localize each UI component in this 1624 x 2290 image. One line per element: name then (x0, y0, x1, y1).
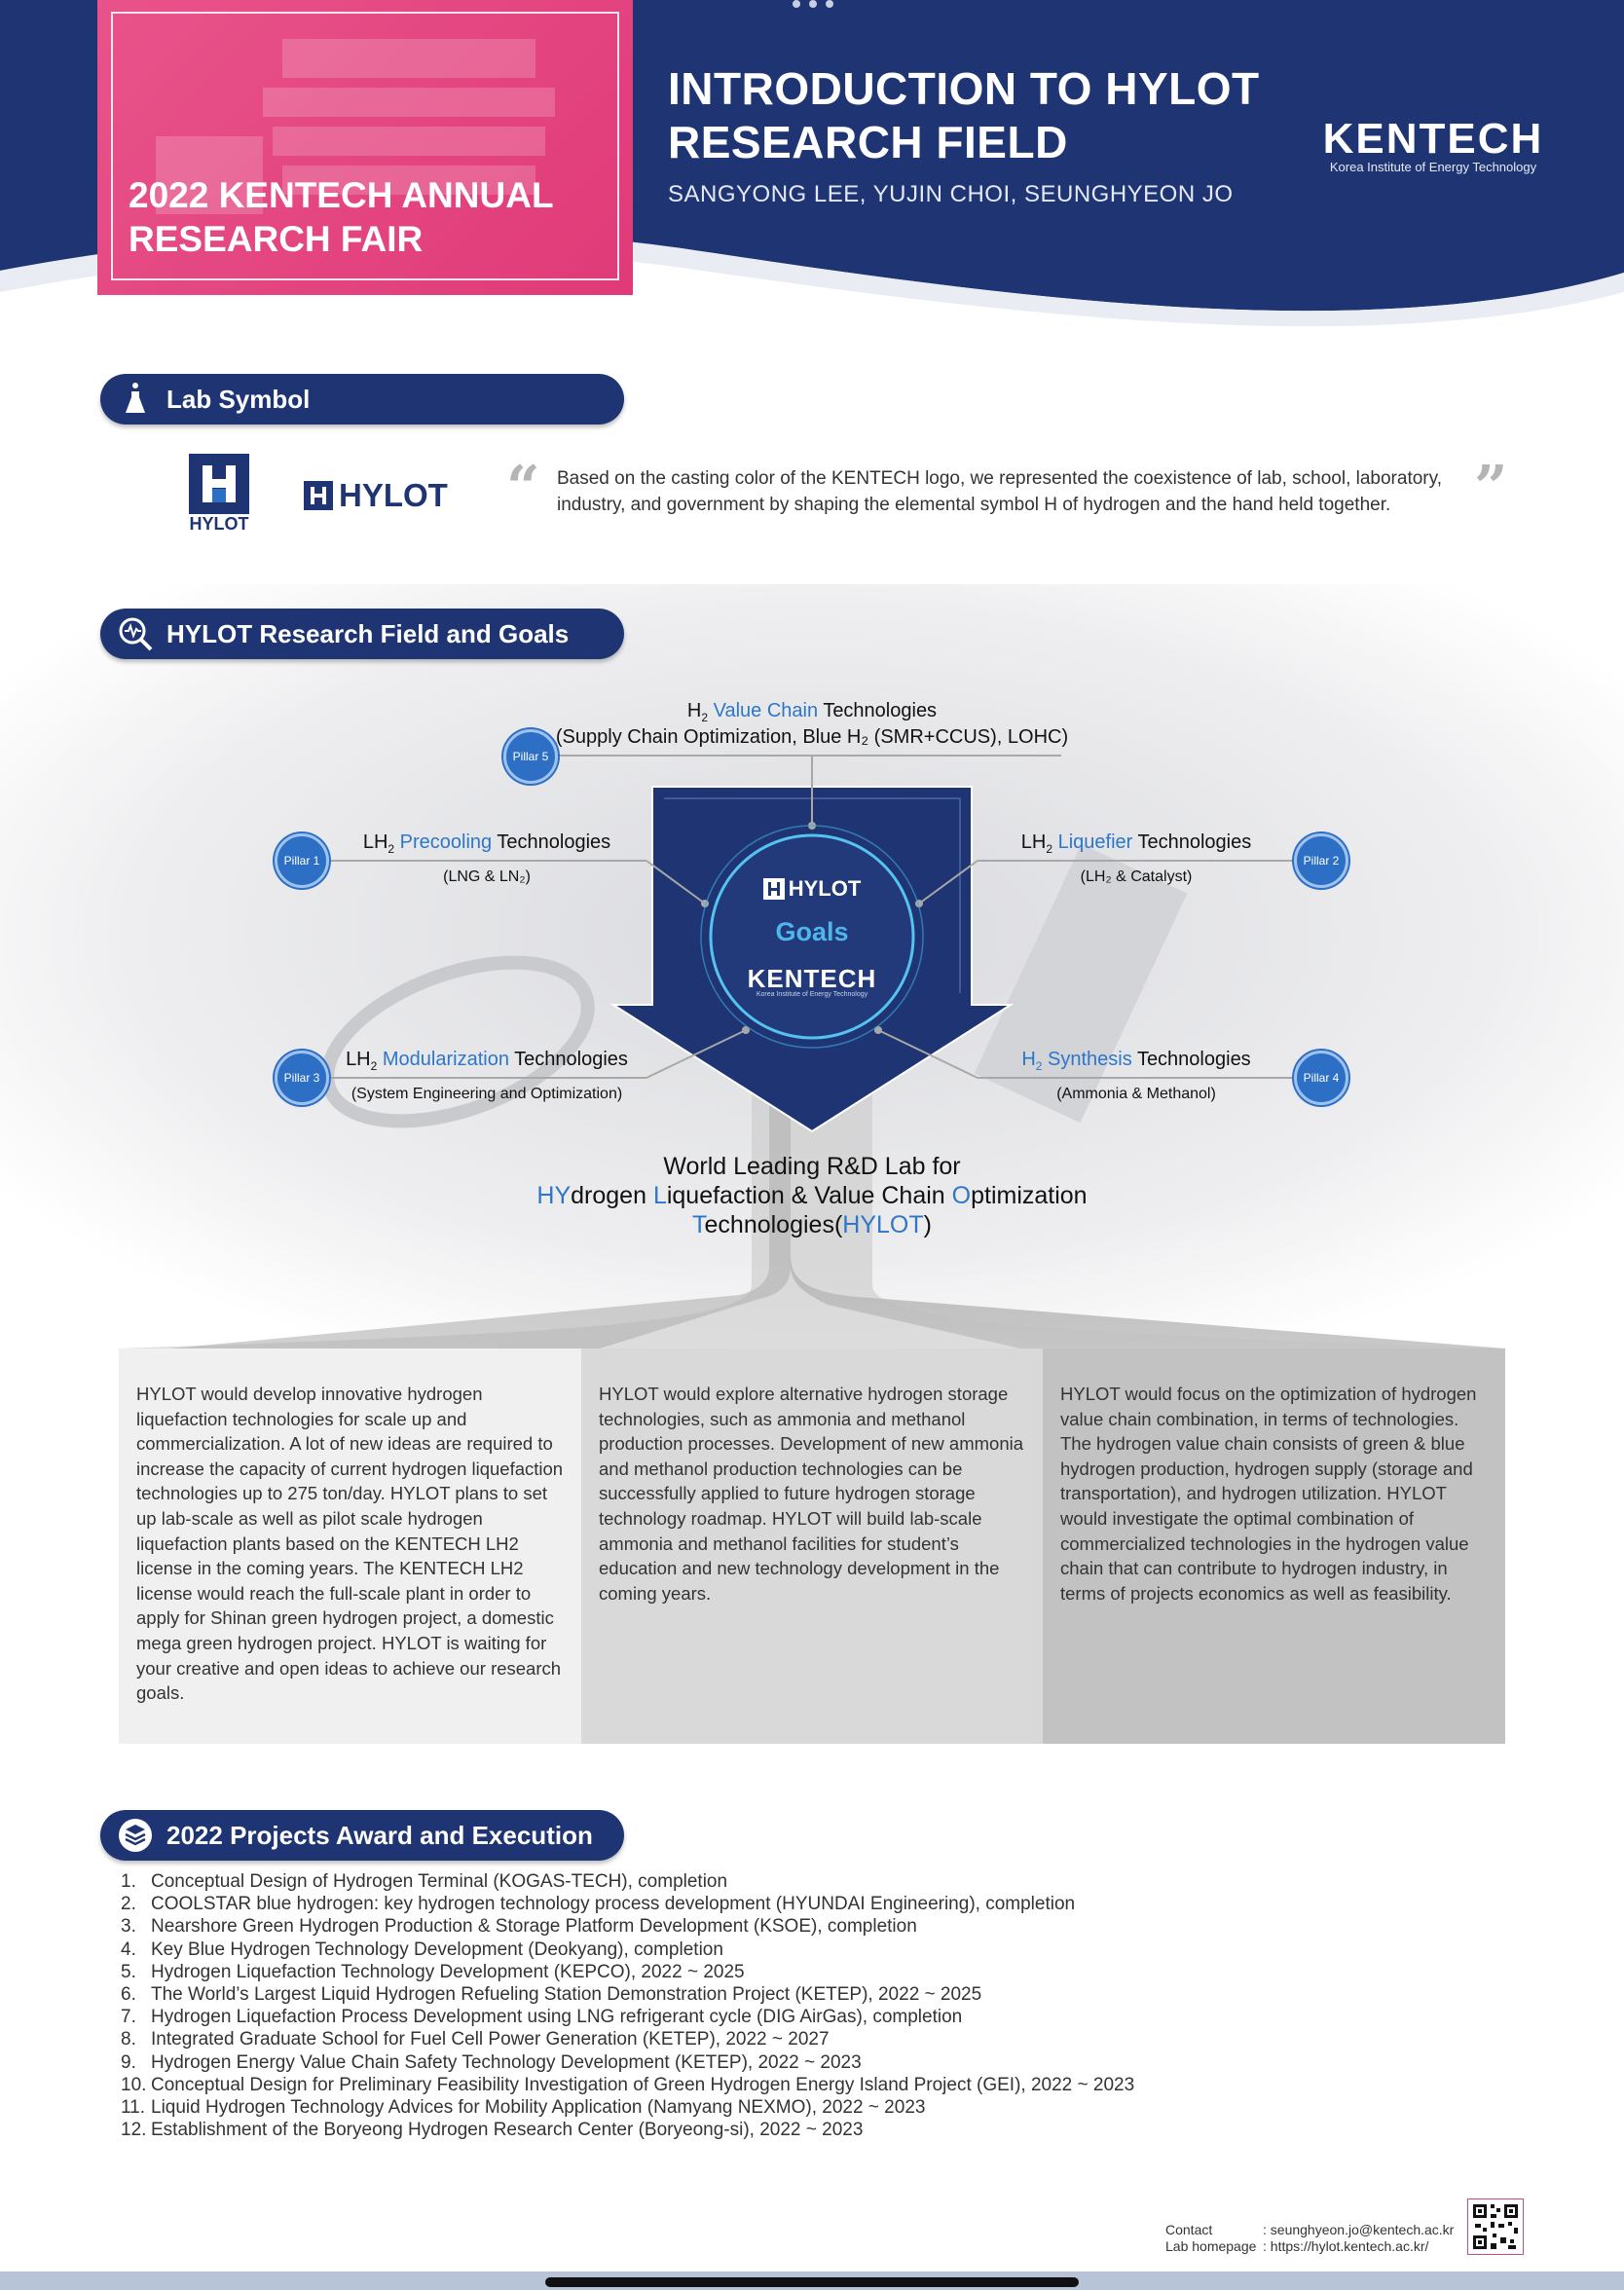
goal-statement: World Leading R&D Lab for HYdrogen Lique… (423, 1152, 1201, 1239)
list-item: 8.Integrated Graduate School for Fuel Ce… (121, 2029, 830, 2050)
list-item: 9.Hydrogen Energy Value Chain Safety Tec… (121, 2051, 862, 2073)
pillar-3-detail: (System Engineering and Optimization) (351, 1086, 623, 1102)
magnifier-icon (114, 612, 157, 655)
projects-heading: 2022 Projects Award and Execution (100, 1810, 624, 1861)
contact-block: Contact: seunghyeon.jo@kentech.ac.kr Lab… (1165, 2222, 1454, 2255)
pillar-4-badge: Pillar 4 (1294, 1051, 1348, 1105)
goals-diagram (119, 755, 1505, 1353)
list-item: 3.Nearshore Green Hydrogen Production & … (121, 1916, 917, 1938)
homepage-row: Lab homepage: https://hylot.kentech.ac.k… (1165, 2238, 1429, 2254)
fair-title-frame (111, 12, 619, 280)
pillar-2-badge: Pillar 2 (1294, 833, 1348, 888)
kentech-logo: KENTECH (1322, 115, 1544, 163)
list-item: 10.Conceptual Design for Preliminary Fea… (121, 2074, 1135, 2095)
list-item: 5.Hydrogen Liquefaction Technology Devel… (121, 1961, 745, 1982)
hylot-mark-icon (304, 481, 333, 510)
pillar-3-title: LH2 Modularization Technologies (346, 1049, 628, 1073)
lab-symbol-heading: Lab Symbol (100, 374, 624, 425)
pillar-2-title: LH2 Liquefier Technologies (1020, 831, 1252, 856)
hylot-symbol-caption: HYLOT (189, 514, 249, 534)
goal-line-3: Technologies(HYLOT) (692, 1211, 932, 1238)
goal-line-2: HYdrogen Liquefaction & Value Chain Opti… (536, 1182, 1088, 1209)
building-illustration (156, 39, 555, 214)
lab-symbol-heading-text: Lab Symbol (166, 384, 311, 414)
pillar-1-detail: (LNG & LN₂) (443, 868, 531, 885)
homepage-link[interactable]: : https://hylot.kentech.ac.kr/ (1263, 2238, 1429, 2254)
pillar-2-detail: (LH₂ & Catalyst) (1080, 868, 1193, 885)
hylot-wordmark: HYLOT (304, 477, 448, 514)
list-item: 12.Establishment of the Boryeong Hydroge… (121, 2120, 864, 2141)
research-field-heading: HYLOT Research Field and Goals (100, 609, 624, 659)
fair-title-panel (97, 0, 633, 295)
list-item: 1.Conceptual Design of Hydrogen Terminal… (121, 1871, 728, 1892)
research-field-heading-text: HYLOT Research Field and Goals (166, 618, 570, 648)
goals-hylot-logo: HYLOT (754, 876, 870, 902)
pillar-1-badge: Pillar 1 (275, 833, 329, 888)
pillar-3-badge: Pillar 3 (275, 1051, 329, 1105)
list-item: 4.Key Blue Hydrogen Technology Developme… (121, 1939, 723, 1960)
fair-title: 2022 KENTECH ANNUAL RESEARCH FAIR (129, 175, 553, 259)
poster-authors: SANGYONG LEE, YUJIN CHOI, SEUNGHYEON JO (668, 181, 1234, 207)
goal-line-1: World Leading R&D Lab for (663, 1153, 961, 1180)
projects-list: 1.Conceptual Design of Hydrogen Terminal… (121, 1870, 1386, 2141)
column-liquefaction: HYLOT would develop innovative hydrogen … (119, 1348, 581, 1744)
list-item: 6.The World’s Largest Liquid Hydrogen Re… (121, 1984, 982, 2006)
pillar-4-title: H2 Synthesis Technologies (1021, 1049, 1251, 1073)
hylot-mark-icon (762, 878, 785, 900)
lab-symbol-description: Based on the casting color of the KENTEC… (557, 468, 1442, 515)
poster-title: INTRODUCTION TO HYLOT RESEARCH FIELD (668, 63, 1260, 167)
kentech-logo-subtitle: Korea Institute of Energy Technology (1329, 160, 1537, 174)
hylot-wordmark-text: HYLOT (339, 477, 448, 513)
stack-icon (114, 1814, 157, 1857)
goals-label: Goals (775, 917, 849, 946)
goals-kentech-logo: KENTECH (747, 964, 877, 993)
flask-icon (114, 378, 157, 421)
projects-heading-text: 2022 Projects Award and Execution (166, 1820, 593, 1850)
goals-hylot-text: HYLOT (788, 876, 862, 901)
list-item: 11.Liquid Hydrogen Technology Advices fo… (121, 2097, 926, 2119)
close-quote-icon: ” (1474, 454, 1508, 522)
page-dots-indicator (793, 0, 833, 8)
pillar-4-detail: (Ammonia & Methanol) (1056, 1086, 1216, 1102)
contact-row: Contact: seunghyeon.jo@kentech.ac.kr (1165, 2222, 1455, 2237)
goals-kentech-subtitle: Korea Institute of Energy Technology (756, 991, 868, 998)
column-storage: HYLOT would explore alternative hydrogen… (581, 1348, 1043, 1744)
open-quote-icon: “ (506, 454, 540, 522)
contact-email[interactable]: : seunghyeon.jo@kentech.ac.kr (1263, 2222, 1455, 2237)
pillar-5-title: H2 Value Chain Technologies (686, 700, 938, 724)
hylot-symbol-logo (189, 454, 249, 514)
home-indicator[interactable] (545, 2277, 1079, 2287)
list-item: 2.COOLSTAR blue hydrogen: key hydrogen t… (121, 1894, 1076, 1915)
pillar-5-badge: Pillar 5 (503, 729, 558, 784)
list-item: 7.Hydrogen Liquefaction Process Developm… (121, 2007, 963, 2028)
column-value-chain: HYLOT would focus on the optimization of… (1043, 1348, 1505, 1744)
pillar-1-title: LH2 Precooling Technologies (362, 831, 611, 856)
pillar-5-detail: (Supply Chain Optimization, Blue H₂ (SMR… (555, 726, 1069, 748)
qr-code-icon[interactable] (1467, 2198, 1524, 2255)
